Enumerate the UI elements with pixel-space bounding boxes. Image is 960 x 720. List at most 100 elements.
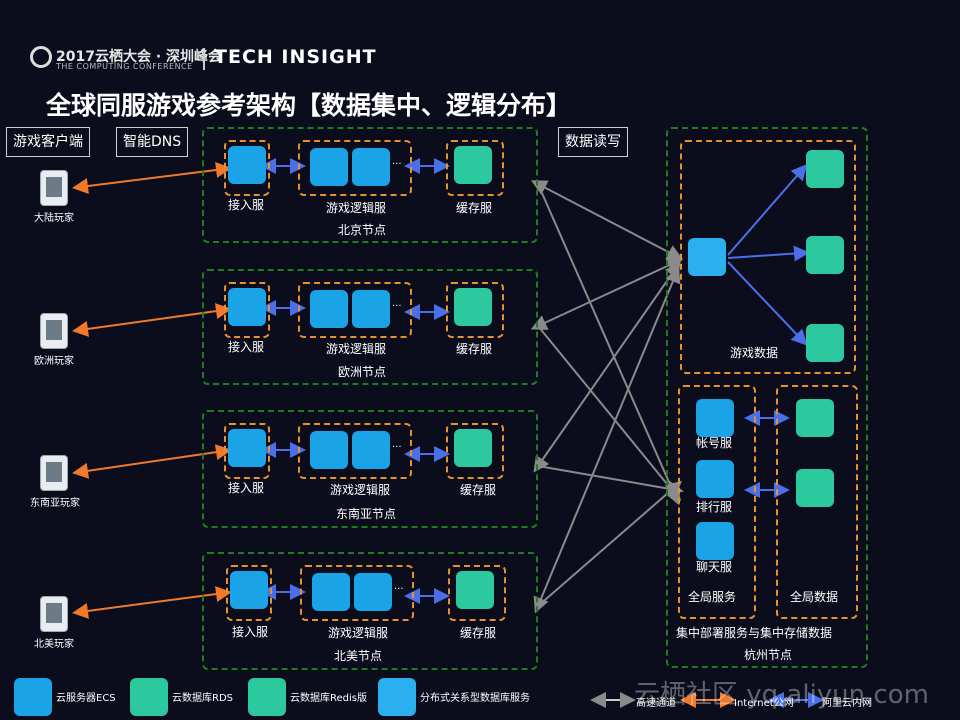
- node-label: 杭州节点: [744, 648, 793, 662]
- player-label-2: 欧洲玩家: [34, 356, 74, 367]
- player-link-2: [72, 303, 232, 337]
- ellipsis: ...: [392, 439, 402, 450]
- ranking-service-label: 排行服: [696, 500, 733, 514]
- redis-icon: [454, 288, 492, 326]
- node-label: 北美节点: [334, 649, 383, 663]
- ellipsis: ...: [394, 581, 404, 592]
- logic-label: 游戏逻辑服: [330, 483, 391, 497]
- brand-separator: [203, 48, 205, 70]
- phone-icon: [40, 170, 68, 206]
- logic-label: 游戏逻辑服: [328, 626, 389, 640]
- cloud-server-icon: [354, 573, 392, 611]
- global-data-box: [776, 385, 858, 619]
- node-hangzhou: [666, 127, 868, 668]
- cache-box: [446, 282, 504, 338]
- legend-express-channel: 高速通道: [636, 698, 676, 709]
- client-label: 游戏客户端: [6, 127, 90, 157]
- rds-icon: [806, 150, 844, 188]
- rds-icon: [806, 236, 844, 274]
- legend-redis: 云数据库Redis版: [290, 693, 367, 704]
- dns-label: 智能DNS: [116, 127, 189, 157]
- cache-label: 缓存服: [456, 201, 493, 215]
- rds-icon: [796, 399, 834, 437]
- logic-box: [300, 565, 414, 621]
- cloud-server-icon: [696, 522, 734, 560]
- cloud-server-icon: [696, 399, 734, 437]
- redis-icon: [454, 146, 492, 184]
- player-label-3: 东南亚玩家: [30, 498, 80, 509]
- cloud-server-icon: [228, 288, 266, 326]
- phone-icon: [40, 596, 68, 632]
- rds-icon: [130, 678, 168, 716]
- redis-icon: [248, 678, 286, 716]
- redis-icon: [456, 571, 494, 609]
- global-services-box: [678, 385, 756, 619]
- cloud-server-icon: [352, 148, 390, 186]
- central-label: 集中部署服务与集中存储数据: [676, 626, 833, 640]
- conference-logo-icon: [30, 46, 52, 68]
- node-sea: [202, 410, 538, 528]
- cache-box: [448, 565, 506, 621]
- legend-drds: 分布式关系型数据库服务: [420, 693, 530, 704]
- access-box: [224, 423, 270, 479]
- cloud-server-icon: [310, 148, 348, 186]
- phone-icon: [40, 313, 68, 349]
- player-link-3: [72, 444, 232, 479]
- node-beijing: [202, 127, 538, 243]
- access-label: 接入服: [228, 481, 265, 495]
- cloud-server-icon: [228, 429, 266, 467]
- access-label: 接入服: [232, 625, 269, 639]
- cache-box: [446, 423, 504, 479]
- node-label: 东南亚节点: [336, 507, 397, 521]
- player-label-4: 北美玩家: [34, 639, 74, 650]
- node-label: 北京节点: [338, 223, 387, 237]
- brand-year: 2017云栖大会 · 深圳峰会: [56, 49, 223, 65]
- legend-intranet: 阿里云内网: [822, 698, 872, 709]
- rds-icon: [796, 469, 834, 507]
- global-data-label: 全局数据: [790, 590, 839, 604]
- cloud-server-icon: [228, 146, 266, 184]
- brand-tech-insight: TECH INSIGHT: [214, 46, 377, 68]
- watermark: 云栖社区 yq.aliyun.com: [634, 680, 929, 710]
- page-title: 全球同服游戏参考架构【数据集中、逻辑分布】: [46, 91, 572, 120]
- legend-internet: Internet公网: [734, 698, 794, 709]
- node-na: [202, 552, 538, 670]
- cloud-server-icon: [310, 290, 348, 328]
- redis-icon: [454, 429, 492, 467]
- legend-ecs: 云服务器ECS: [56, 693, 116, 704]
- legend-rds: 云数据库RDS: [172, 693, 233, 704]
- cloud-server-icon: [230, 571, 268, 609]
- ellipsis: ...: [392, 156, 402, 167]
- drds-icon: [688, 238, 726, 276]
- game-data-box: [680, 140, 856, 374]
- cloud-server-icon: [696, 460, 734, 498]
- logic-box: [298, 423, 412, 479]
- player-link-1: [72, 162, 232, 194]
- cache-label: 缓存服: [460, 483, 497, 497]
- access-label: 接入服: [228, 340, 265, 354]
- access-box: [226, 565, 272, 621]
- logic-box: [298, 140, 412, 196]
- cloud-server-icon: [14, 678, 52, 716]
- global-services-label: 全局服务: [688, 590, 737, 604]
- player-link-4: [72, 586, 232, 619]
- cache-label: 缓存服: [456, 342, 493, 356]
- cloud-server-icon: [312, 573, 350, 611]
- ellipsis: ...: [392, 298, 402, 309]
- chat-service-label: 聊天服: [696, 560, 733, 574]
- logic-label: 游戏逻辑服: [326, 342, 387, 356]
- access-label: 接入服: [228, 198, 265, 212]
- cloud-server-icon: [352, 431, 390, 469]
- logic-box: [298, 282, 412, 338]
- node-europe: [202, 269, 538, 385]
- brand-sub: THE COMPUTING CONFERENCE: [56, 62, 193, 71]
- cloud-server-icon: [310, 431, 348, 469]
- cache-label: 缓存服: [460, 626, 497, 640]
- logic-label: 游戏逻辑服: [326, 201, 387, 215]
- node-label: 欧洲节点: [338, 365, 387, 379]
- account-service-label: 帐号服: [696, 436, 733, 450]
- cache-box: [446, 140, 504, 196]
- game-data-label: 游戏数据: [730, 346, 779, 360]
- drds-icon: [378, 678, 416, 716]
